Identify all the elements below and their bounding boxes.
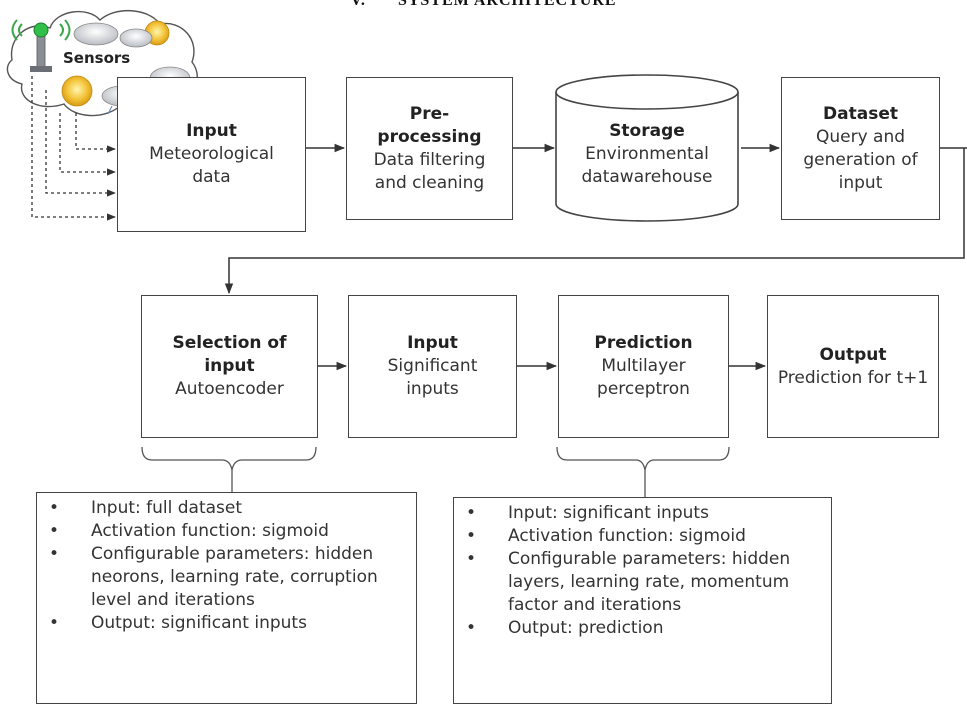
box-desc: Multilayer perceptron (597, 356, 690, 399)
box-desc: Prediction for t+1 (777, 367, 929, 388)
page-title: V. SYSTEM ARCHITECTURE (0, 0, 967, 10)
note-text: Activation function: sigmoid (508, 526, 746, 546)
bullet-icon: • (49, 613, 60, 633)
note-item: • Activation function: sigmoid (460, 525, 823, 548)
bullet-icon: • (466, 526, 477, 546)
storage-cylinder (555, 74, 739, 222)
storage-text: Storage Environmental datawarehouse (566, 120, 728, 189)
box-desc: Significant inputs (387, 356, 478, 399)
section-title: SYSTEM ARCHITECTURE (397, 0, 617, 9)
selection-of-input-box: Selection of input Autoencoder (141, 295, 318, 438)
box-title: Dataset (823, 103, 898, 124)
box-title: Pre-processing (377, 103, 482, 147)
box-title: Input (407, 333, 458, 353)
box-desc: Query and generation of input (803, 126, 918, 193)
note-item: • Output: prediction (460, 617, 823, 640)
bullet-icon: • (49, 498, 60, 518)
note-item: • Configurable parameters: hidden layers,… (460, 548, 823, 617)
note-text: Input: significant inputs (508, 503, 709, 523)
mlp-notes-list: • Input: significant inputs • Activation fu… (460, 502, 823, 640)
box-desc: Data filtering and cleaning (373, 149, 486, 193)
note-item: • Output: significant inputs (43, 612, 408, 635)
note-text: Input: full dataset (91, 498, 243, 518)
bullet-icon: • (466, 549, 477, 569)
box-desc: Autoencoder (175, 379, 284, 399)
bullet-icon: • (49, 521, 60, 541)
autoencoder-notes-list: • Input: full dataset • Activation function… (43, 497, 408, 635)
storage-desc: Environmental datawarehouse (581, 144, 713, 187)
storage-title: Storage (609, 121, 685, 141)
bullet-icon: • (49, 544, 60, 564)
output-box: Output Prediction for t+1 (767, 295, 939, 438)
preprocessing-box: Pre-processing Data filtering and cleani… (346, 77, 513, 220)
autoencoder-notes: • Input: full dataset • Activation function… (36, 492, 417, 704)
note-text: Configurable parameters: hidden neorons,… (91, 544, 378, 610)
note-item: • Configurable parameters: hidden neorons… (43, 543, 408, 612)
input-box: Input Meteorological data (117, 77, 306, 232)
antenna-icon (11, 19, 71, 72)
section-number: V. (350, 0, 366, 9)
dataset-box: Dataset Query and generation of input (781, 77, 940, 220)
box-title: Selection of input (172, 333, 287, 376)
note-text: Activation function: sigmoid (91, 521, 329, 541)
bullet-icon: • (466, 618, 477, 638)
box-title: Input (186, 121, 237, 141)
significant-input-box: Input Significant inputs (348, 295, 517, 438)
mlp-notes: • Input: significant inputs • Activation fu… (453, 497, 832, 704)
note-item: • Activation function: sigmoid (43, 520, 408, 543)
prediction-box: Prediction Multilayer perceptron (558, 295, 729, 438)
note-text: Output: significant inputs (91, 613, 307, 633)
note-text: Configurable parameters: hidden layers, … (508, 549, 791, 615)
note-item: • Input: full dataset (43, 497, 408, 520)
sensors-label: Sensors (63, 49, 131, 67)
box-desc: Meteorological data (149, 144, 274, 187)
note-item: • Input: significant inputs (460, 502, 823, 525)
note-text: Output: prediction (508, 618, 664, 638)
bullet-icon: • (466, 503, 477, 523)
box-title: Prediction (594, 333, 693, 353)
box-title: Output (819, 344, 887, 365)
